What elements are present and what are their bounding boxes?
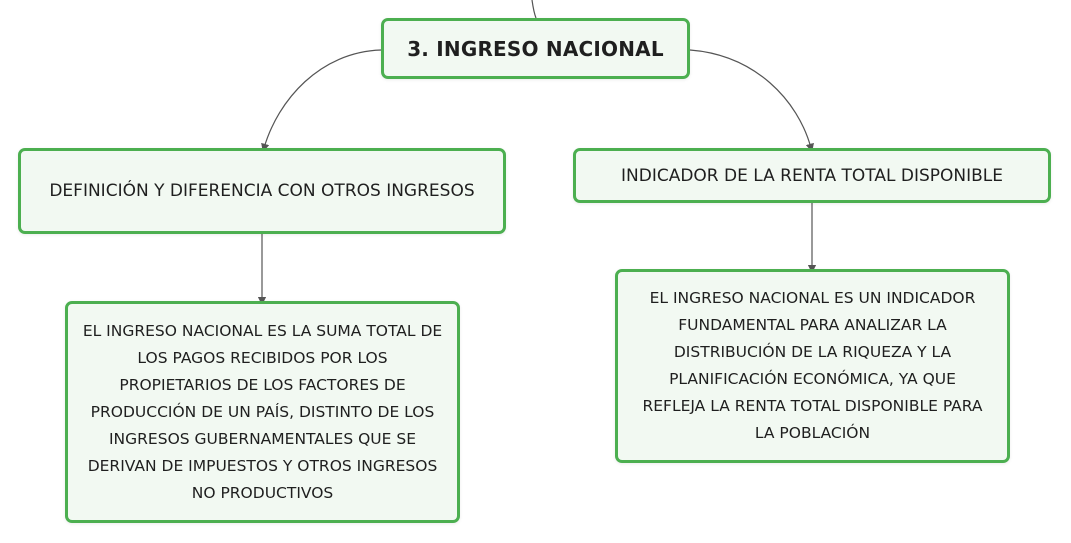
connector-root-to-indicator [689, 49, 814, 153]
topic-indicador-label: INDICADOR DE LA RENTA TOTAL DISPONIBLE [621, 165, 1003, 186]
topic-indicador[interactable]: INDICADOR DE LA RENTA TOTAL DISPONIBLE [573, 148, 1051, 203]
text-line: PLANIFICACIÓN ECONÓMICA, YA QUE [669, 370, 956, 388]
text-line: PRODUCCIÓN DE UN PAÍS, DISTINTO DE LOS [90, 402, 435, 421]
subtopic-definicion-text: EL INGRESO NACIONAL ES LA SUMA TOTAL DE … [83, 318, 442, 507]
text-line: EL INGRESO NACIONAL ES LA SUMA TOTAL DE [82, 321, 443, 340]
text-line: DISTRIBUCIÓN DE LA RIQUEZA Y LA [673, 343, 952, 361]
text-line: LA POBLACIÓN [754, 424, 871, 442]
text-line: INGRESOS GUBERNAMENTALES QUE SE [108, 429, 417, 448]
connector-root-to-definition [261, 49, 382, 153]
subtopic-definicion-detail[interactable]: EL INGRESO NACIONAL ES LA SUMA TOTAL DE … [65, 301, 460, 523]
topic-definicion[interactable]: DEFINICIÓN Y DIFERENCIA CON OTROS INGRES… [18, 148, 506, 234]
subtopic-indicador-detail[interactable]: EL INGRESO NACIONAL ES UN INDICADOR FUND… [615, 269, 1010, 463]
root-topic-ingreso-nacional[interactable]: 3. INGRESO NACIONAL [381, 18, 690, 79]
text-line: NO PRODUCTIVOS [191, 483, 334, 502]
topic-definicion-label: DEFINICIÓN Y DIFERENCIA CON OTROS INGRES… [49, 181, 475, 201]
text-line: EL INGRESO NACIONAL ES UN INDICADOR [649, 289, 976, 307]
text-line: PROPIETARIOS DE LOS FACTORES DE [119, 375, 406, 394]
text-line: REFLEJA LA RENTA TOTAL DISPONIBLE PARA [642, 397, 983, 415]
root-topic-label: 3. INGRESO NACIONAL [407, 36, 664, 61]
text-line: FUNDAMENTAL PARA ANALIZAR LA [678, 316, 947, 334]
connector-from-parent [531, 0, 537, 19]
text-line: LOS PAGOS RECIBIDOS POR LOS [137, 348, 388, 367]
subtopic-indicador-text: EL INGRESO NACIONAL ES UN INDICADOR FUND… [642, 285, 982, 447]
text-line: DERIVAN DE IMPUESTOS Y OTROS INGRESOS [87, 456, 438, 475]
